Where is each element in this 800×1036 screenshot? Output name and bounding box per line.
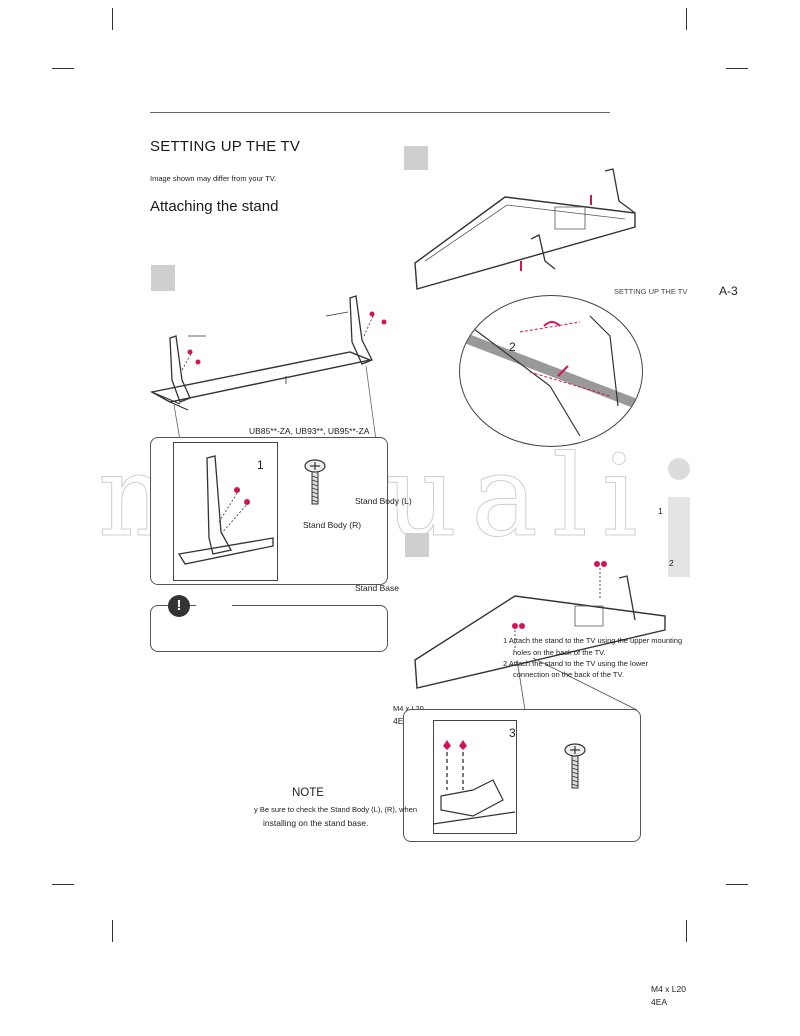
screw-spec: M4 x L20 <box>393 704 424 713</box>
right-step-2: 2 <box>669 558 674 568</box>
crop-mark <box>686 920 687 942</box>
instruction-line-4: connection on the back of the TV. <box>513 670 624 679</box>
tv-back-illustration-top <box>414 168 636 290</box>
crop-mark <box>52 884 74 885</box>
crop-mark <box>52 68 74 69</box>
crop-mark <box>112 8 113 30</box>
note-line-2: installing on the stand base. <box>263 818 369 828</box>
crop-mark <box>726 68 748 69</box>
section-title: Attaching the stand <box>150 198 279 215</box>
step-marker <box>151 265 175 291</box>
instruction-line-3: 2 Attach the stand to the TV using the l… <box>503 659 648 668</box>
page-title: SETTING UP THE TV <box>150 138 301 155</box>
image-disclaimer: Image shown may differ from your TV. <box>150 174 277 183</box>
watermark-bar <box>668 497 690 577</box>
instruction-line-1: 1 Attach the stand to the TV using the u… <box>503 636 683 645</box>
footer-screw-spec: M4 x L20 <box>651 984 686 994</box>
lower-mount-detail-illustration <box>432 740 516 825</box>
watermark-dot <box>668 458 690 480</box>
caution-box-gap <box>196 603 232 607</box>
screw-qty: 4EA <box>393 716 410 726</box>
footer-screw-qty: 4EA <box>651 997 668 1007</box>
note-line-1: y Be sure to check the Stand Body (L), (… <box>254 805 417 814</box>
warning-icon: ! <box>168 595 190 617</box>
right-step-1: 1 <box>658 506 663 516</box>
caution-box <box>150 605 388 652</box>
page-number: A-3 <box>719 284 738 298</box>
crop-mark <box>112 920 113 942</box>
stand-body-l-label: Stand Body (L) <box>355 496 412 506</box>
screw-icon <box>304 459 326 505</box>
step-marker <box>405 533 429 557</box>
crop-mark <box>686 8 687 30</box>
stand-body-r-label: Stand Body (R) <box>303 520 362 530</box>
step-marker <box>404 146 428 170</box>
step-number-2: 2 <box>509 340 516 354</box>
stand-body-detail-illustration <box>177 455 274 565</box>
step-number-3: 3 <box>509 726 516 740</box>
screw-icon-right <box>564 743 586 789</box>
running-title: SETTING UP THE TV <box>614 287 688 296</box>
crop-mark <box>726 884 748 885</box>
magnified-detail-circle <box>459 295 643 447</box>
stand-base-label: Stand Base <box>355 583 399 593</box>
stand-assembly-illustration <box>150 295 387 441</box>
instruction-line-2: holes on the back of the TV. <box>513 648 606 657</box>
model-list: UB85**-ZA, UB93**, UB95**-ZA <box>249 426 370 436</box>
header-rule <box>150 112 610 113</box>
tv-back-illustration-bottom <box>414 561 666 711</box>
step-number-1: 1 <box>257 458 264 472</box>
note-heading: NOTE <box>292 787 324 799</box>
